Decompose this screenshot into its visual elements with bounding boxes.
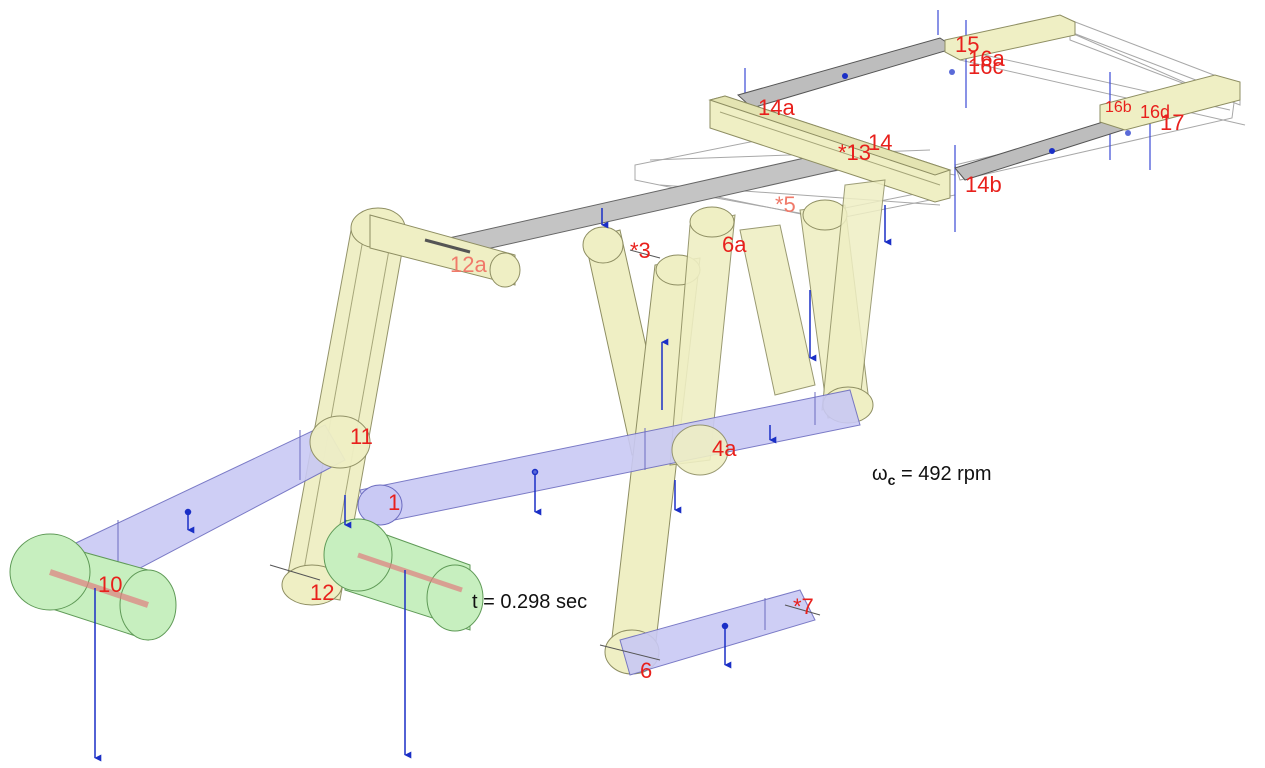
reference-axis-ticks [744,10,1151,232]
left-drive-shaft [9,533,177,641]
label-14: 14 [868,130,892,155]
label-12: 12 [310,580,334,605]
omega-symbol: ω [872,463,888,485]
label-14a: 14a [758,95,795,120]
omega-value: = 492 rpm [895,463,991,485]
label-10: 10 [98,572,122,597]
label-16b: 16b [1105,99,1132,116]
label-17: 17 [1160,110,1184,135]
joint-labels: 15 16a 16c 14a 16b 16d 17 *13 14 14b *5 … [98,32,1184,683]
time-readout: t = 0.298 sec [472,591,587,613]
force-arrows [94,205,892,762]
label-13: *13 [838,140,871,165]
label-11: 11 [350,424,373,449]
frame-bar-upper [438,37,1150,256]
joint-hubs [309,415,729,526]
label-14b: 14b [965,172,1002,197]
label-15: 15 [955,32,979,57]
crank-pin-markers [269,249,821,661]
omega-subscript: c [888,472,896,488]
label-4a: 4a [712,436,737,461]
label-16a: 16a [968,46,1005,71]
label-12a: 12a [450,252,487,277]
lower-crank-arm [619,589,816,676]
top-right-beam [944,14,1241,131]
top-cross-beam [708,95,952,203]
label-16d: 16d [1140,102,1170,122]
label-6: 6 [640,658,652,683]
label-6a: 6a [722,232,747,257]
middle-drive-shaft [323,518,484,632]
label-16c: 16c [968,54,1003,79]
label-7: *7 [793,594,814,619]
upper-coupler-link [369,214,521,288]
middle-crank-arm [359,389,861,526]
label-1: 1 [388,490,400,515]
label-3: *3 [630,238,651,263]
angular-velocity-readout: ωc = 492 rpm [872,463,992,488]
label-5: *5 [775,192,796,217]
